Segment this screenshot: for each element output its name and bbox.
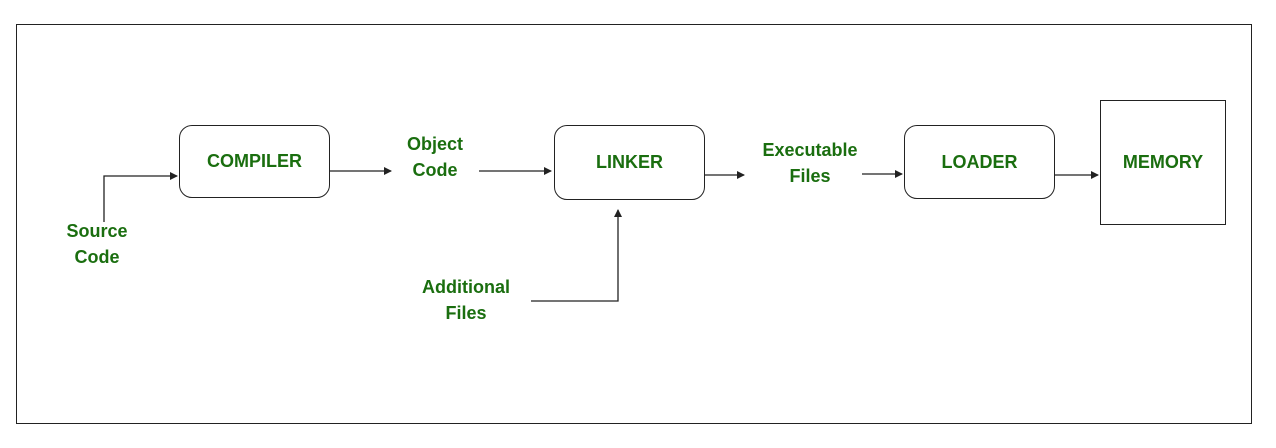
loader-label: LOADER: [941, 151, 1018, 172]
object-code-label: Object Code: [406, 134, 463, 180]
additional-files-label: Additional Files: [422, 277, 510, 323]
linker-box: LINKER: [554, 125, 705, 200]
executable-files-label: Executable Files: [762, 140, 858, 186]
compiler-label: COMPILER: [206, 151, 302, 171]
memory-box: MEMORY: [1100, 100, 1226, 225]
diagram-frame: [16, 24, 1252, 424]
arrow-source-to-compiler: [103, 172, 178, 222]
memory-label: MEMORY: [1122, 152, 1204, 172]
source-code-label: Source Code: [66, 221, 128, 267]
compiler-box: COMPILER: [179, 125, 330, 198]
loader-box: LOADER: [904, 125, 1055, 199]
linker-label: LINKER: [596, 152, 663, 172]
arrow-additional-files-to-linker: [531, 209, 622, 302]
